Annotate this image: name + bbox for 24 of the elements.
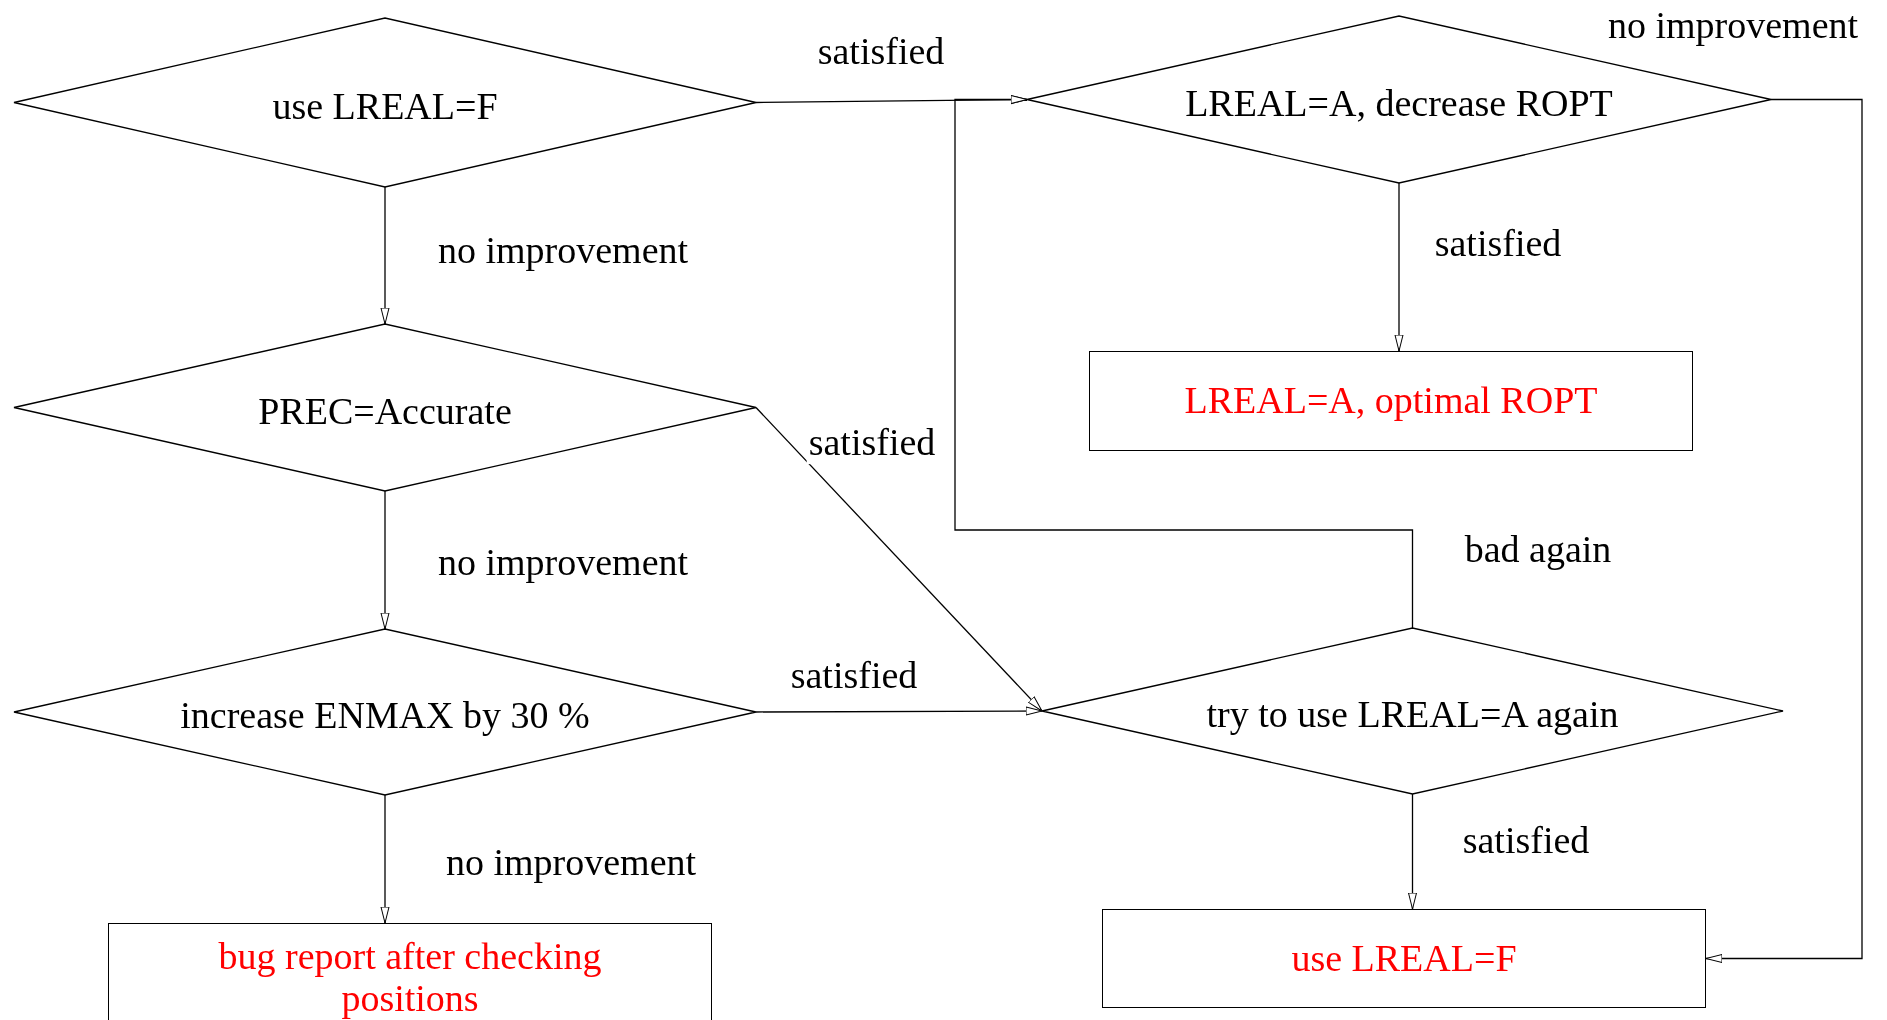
arrow: [755, 406, 1043, 712]
node-label: try to use LREAL=A again: [1205, 694, 1620, 736]
arrow: [380, 186, 390, 325]
node-label: use LREAL=F: [1290, 937, 1518, 980]
result-box: [1089, 351, 1693, 451]
node-label: LREAL=A, decrease ROPT: [1184, 82, 1614, 125]
node-label: PREC=Accurate: [257, 390, 513, 433]
arrow: [755, 706, 1043, 716]
arrow: [954, 95, 1414, 629]
decision-diamond: [1042, 628, 1783, 794]
node-label: LREAL=A, optimal ROPT: [1183, 380, 1599, 422]
arrow: [1705, 98, 1863, 963]
result-box: [108, 923, 712, 1020]
decision-diamond: [14, 324, 756, 491]
node-label: bug report after checking positions: [217, 936, 603, 1020]
node-label: use LREAL=F: [271, 85, 499, 128]
arrow: [380, 794, 390, 924]
node-label: increase ENMAX by 30 %: [179, 695, 591, 737]
decision-diamond: [14, 629, 756, 795]
arrow: [380, 490, 390, 630]
arrow: [1394, 182, 1404, 352]
decision-diamond: [14, 18, 756, 187]
result-box: [1102, 909, 1706, 1008]
arrow: [1408, 793, 1417, 910]
